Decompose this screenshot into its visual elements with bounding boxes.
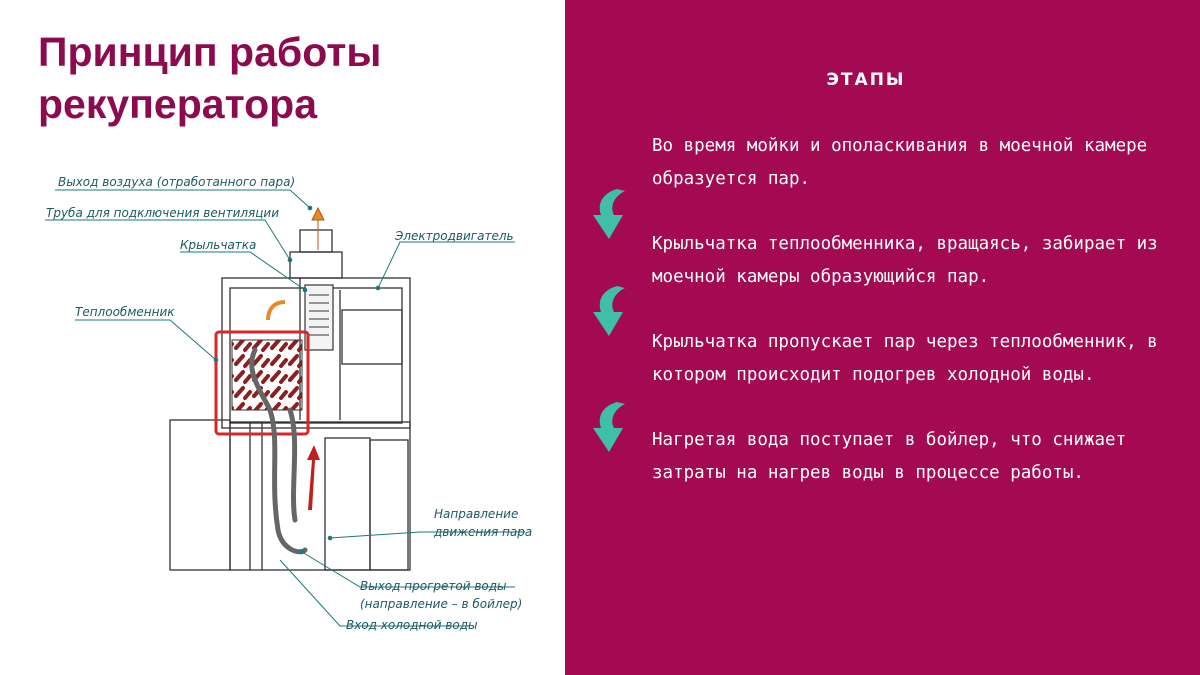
- air-outlet-arrow: [311, 206, 325, 250]
- stages-panel: ЭТАПЫ Во время мойки и ополаскивания в м…: [565, 0, 1200, 675]
- label-motor: Электродвигатель: [394, 229, 514, 243]
- stages-heading: ЭТАПЫ: [826, 70, 906, 90]
- arrow-down-curved-icon: [593, 402, 625, 452]
- label-air-outlet: Выход воздуха (отработанного пара): [58, 175, 295, 189]
- recuperator-diagram: Выход воздуха (отработанного пара) Труба…: [45, 175, 532, 632]
- water-pipes: [249, 347, 308, 555]
- step-1: Во время мойки и ополаскивания в моечной…: [652, 136, 1148, 189]
- label-vent-pipe: Труба для подключения вентиляции: [46, 206, 279, 220]
- steam-flow-arrow: [266, 300, 286, 321]
- steam-direction-arrow: [307, 445, 320, 510]
- label-hot-water-2: (направление – в бойлер): [360, 597, 522, 611]
- step-3: Крыльчатка пропускает пар через теплообм…: [652, 332, 1158, 385]
- impeller-block: [304, 284, 334, 351]
- label-cold-water: Вход холодной воды: [346, 618, 478, 632]
- label-hot-water-1: Выход прогретой воды: [360, 579, 507, 593]
- title-line-1: Принцип работы: [38, 29, 382, 75]
- arrow-down-curved-icon: [593, 189, 625, 239]
- left-panel: Принцип работы рекуператора: [0, 0, 565, 675]
- label-steam-direction-1: Направление: [434, 507, 518, 521]
- title-line-2: рекуператора: [38, 81, 318, 127]
- step-2: Крыльчатка теплообменника, вращаясь, заб…: [652, 234, 1158, 287]
- step-4: Нагретая вода поступает в бойлер, что сн…: [652, 430, 1127, 483]
- arrow-down-curved-icon: [593, 286, 625, 336]
- heat-exchanger: [214, 330, 310, 436]
- page-title: Принцип работы рекуператора: [38, 26, 381, 130]
- leader-lines: [45, 189, 525, 627]
- label-heat-exchanger: Теплообменник: [75, 305, 175, 319]
- label-steam-direction-2: движения пара: [433, 525, 532, 539]
- label-impeller: Крыльчатка: [180, 238, 256, 252]
